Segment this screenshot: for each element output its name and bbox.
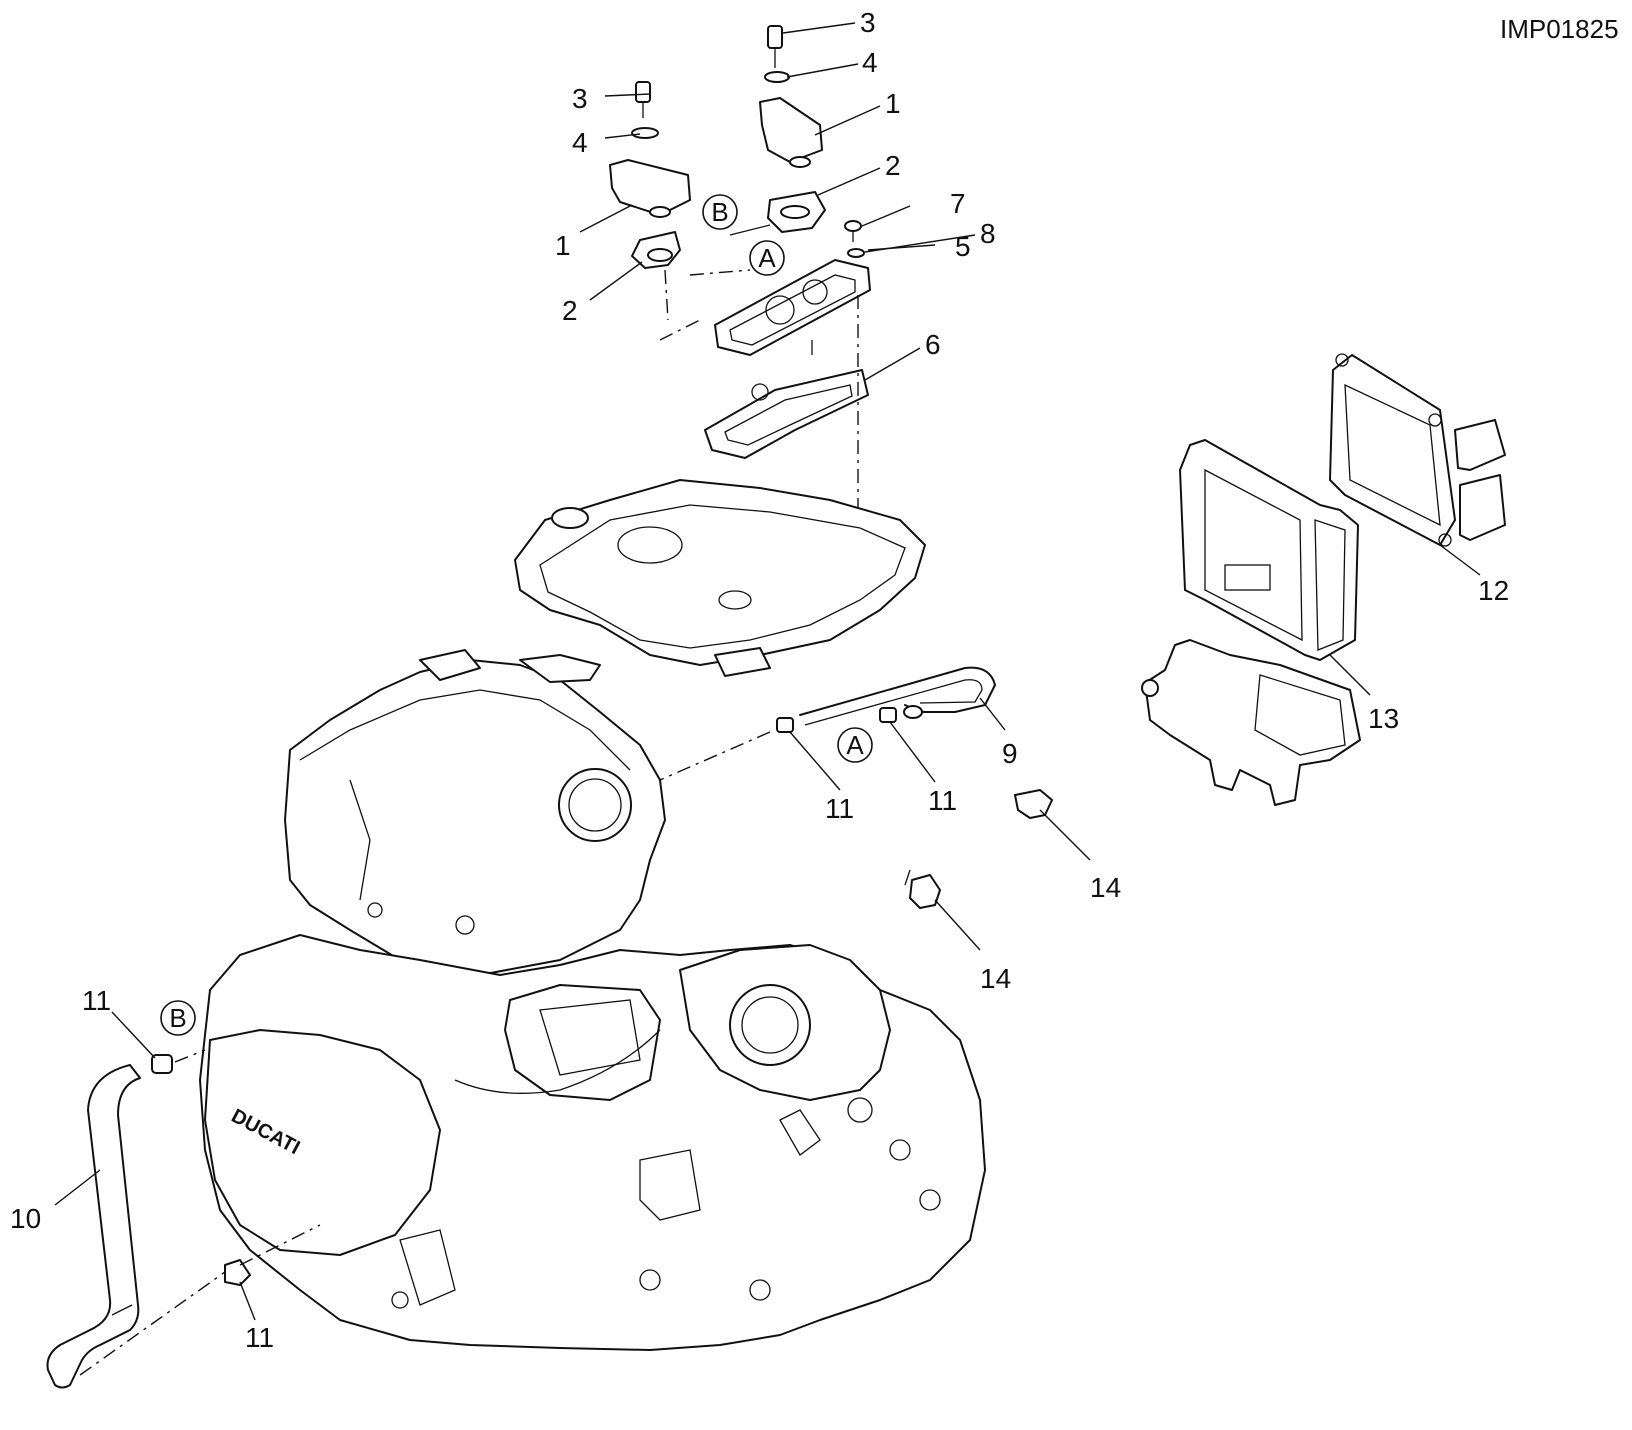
callout-11-c: 11 (82, 985, 111, 1016)
reference-b-engine: B (160, 1000, 196, 1036)
callout-11-b: 11 (928, 785, 957, 816)
callout-9: 9 (1002, 738, 1018, 769)
callout-11-d: 11 (245, 1322, 274, 1353)
pressure-sensor-left (609, 81, 691, 321)
callout-1-right: 1 (885, 88, 901, 119)
callout-2-right: 2 (885, 150, 901, 181)
callout-13: 13 (1368, 703, 1399, 734)
callout-5: 5 (955, 231, 971, 262)
cable-clip-14-a (1014, 789, 1053, 819)
reference-a-hose: A (837, 727, 873, 763)
vacuum-hose-10 (46, 1064, 141, 1389)
ecu-control-unit (1329, 353, 1506, 547)
cable-clip-14-b (909, 874, 941, 909)
callout-12: 12 (1478, 575, 1509, 606)
reference-a-top: A (749, 240, 785, 276)
callout-11-a: 11 (825, 793, 854, 824)
callout-7: 7 (950, 188, 966, 219)
callout-2-left: 2 (562, 295, 578, 326)
svg-text:A: A (758, 243, 776, 273)
svg-text:B: B (169, 1003, 186, 1033)
reference-b-top: B (702, 194, 738, 230)
callout-14-b: 14 (980, 963, 1011, 994)
callout-8: 8 (980, 218, 996, 249)
callout-4-top: 4 (862, 47, 878, 78)
hose-clip-11-a (776, 717, 794, 733)
callout-4-left: 4 (572, 127, 588, 158)
hose-clip-11-c (151, 1054, 173, 1074)
vacuum-hose-9 (799, 666, 996, 726)
callout-14-a: 14 (1090, 872, 1121, 903)
sensor-cover-plate (714, 259, 871, 356)
hose-clip-11-d (224, 1259, 251, 1286)
airbox-base (514, 479, 926, 677)
callout-6: 6 (925, 329, 941, 360)
cover-gasket (704, 369, 869, 459)
drawing-code: IMP01825 (1500, 14, 1619, 44)
svg-text:A: A (846, 730, 864, 760)
callout-3-left: 3 (572, 83, 588, 114)
svg-text:B: B (711, 197, 728, 227)
pressure-sensor-right (759, 25, 826, 233)
callout-3-top: 3 (860, 7, 876, 38)
engine-assembly: DUCATI (199, 649, 986, 1351)
ecu-mounting-bracket (1179, 439, 1359, 661)
leader-lines (54, 22, 1481, 1321)
ecu-support-frame (1141, 639, 1361, 806)
hose-clip-11-b (879, 707, 897, 723)
callout-1-left: 1 (555, 230, 571, 261)
screw-7-washer-8 (844, 220, 865, 258)
callout-10: 10 (10, 1203, 41, 1234)
